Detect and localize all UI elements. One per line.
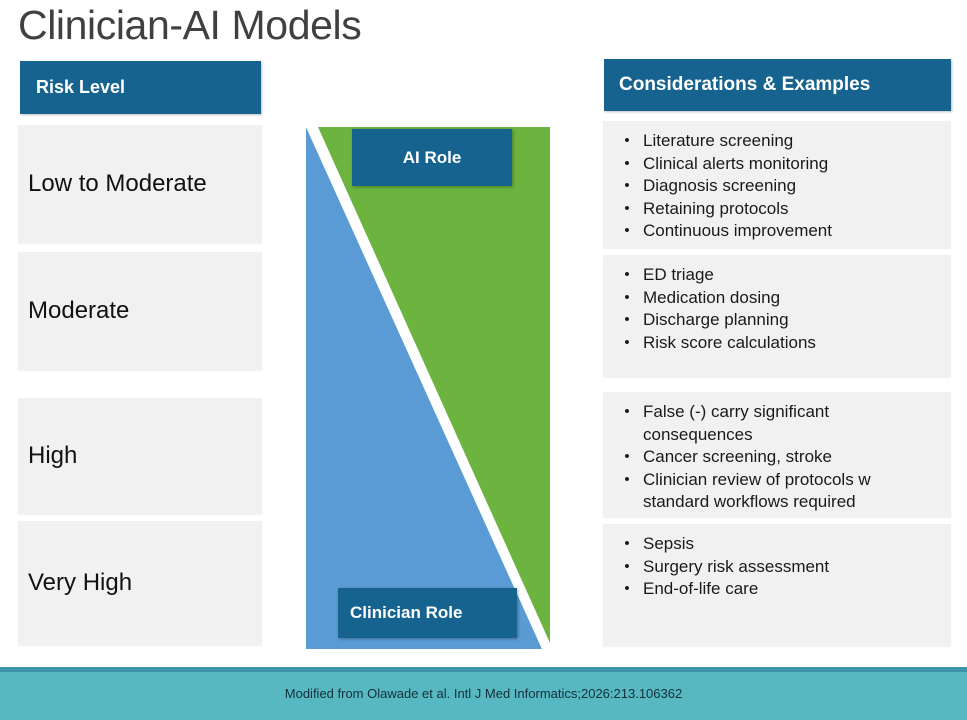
- consideration-bullet-text: Continuous improvement: [643, 221, 832, 240]
- clinician-role-label-text: Clinician Role: [350, 603, 463, 622]
- risk-level-label: Moderate: [28, 297, 130, 324]
- consideration-bullet-item: • Clinician review of protocols w standar…: [611, 469, 943, 514]
- consideration-bullet-item: • Cancer screening, stroke: [611, 446, 943, 469]
- clinician-role-label-box: Clinician Role: [338, 588, 517, 638]
- consideration-bullet-item: • Clinical alerts monitoring: [611, 153, 943, 176]
- consideration-bullet-text: Retaining protocols: [643, 198, 789, 218]
- page-title: Clinician-AI Models: [18, 2, 362, 48]
- bullet-dot-icon: •: [624, 222, 630, 239]
- consideration-bullet-item: • Continuous improvement: [611, 220, 943, 243]
- bullet-dot-icon: •: [624, 403, 630, 420]
- considerations-header-label: Considerations & Examples: [619, 74, 871, 95]
- risk-level-label: High: [28, 442, 78, 469]
- risk-level-label: Low to Moderate: [28, 170, 207, 197]
- risk-level-row-moderate: Moderate: [18, 252, 262, 370]
- ai-role-label-text: AI Role: [402, 147, 462, 167]
- consideration-bullet-item: • False (-) carry significant consequence…: [611, 401, 943, 446]
- consideration-bullet-item: • End-of-life care: [611, 578, 943, 601]
- bullet-dot-icon: •: [624, 535, 630, 552]
- consideration-bullet-text: Risk score calculations: [643, 332, 816, 352]
- consideration-bullet-item: • Retaining protocols: [611, 198, 943, 221]
- consideration-bullet-item: • Literature screening: [611, 130, 943, 153]
- consideration-bullet-item: • Discharge planning: [611, 309, 943, 332]
- bullet-dot-icon: •: [624, 333, 630, 351]
- risk-level-header-label: Risk Level: [36, 77, 126, 97]
- consideration-bullet-text: End-of-life care: [643, 579, 759, 598]
- risk-level-column-header: Risk Level: [20, 61, 261, 114]
- consideration-bullet-text: Medication dosing: [643, 287, 781, 307]
- consideration-bullet-item: • Medication dosing: [611, 287, 943, 310]
- consideration-bullet-text: False (-) carry significant consequences: [643, 402, 830, 444]
- consideration-bullet-text: Cancer screening, stroke: [643, 447, 832, 466]
- considerations-group-moderate: • ED triage • Medication dosing • Discharge p…: [603, 255, 951, 377]
- bullet-dot-icon: •: [624, 266, 630, 283]
- consideration-bullet-item: • Surgery risk assessment: [611, 556, 943, 579]
- consideration-bullet-item: • Sepsis: [611, 533, 943, 556]
- consideration-bullet-text: Discharge planning: [643, 310, 789, 329]
- footer-rule: [0, 667, 967, 672]
- bullet-dot-icon: •: [624, 470, 630, 488]
- bullet-dot-icon: •: [624, 132, 630, 149]
- considerations-column-header: Considerations & Examples: [604, 59, 951, 111]
- bullet-dot-icon: •: [624, 177, 630, 194]
- consideration-bullet-item: • ED triage: [611, 264, 943, 287]
- consideration-bullet-item: • Diagnosis screening: [611, 175, 943, 198]
- considerations-group-very-high: • Sepsis • Surgery risk assessment • End-of-l…: [603, 524, 951, 646]
- bullet-dot-icon: •: [624, 311, 630, 328]
- consideration-bullet-text: Surgery risk assessment: [643, 556, 830, 576]
- bullet-dot-icon: •: [624, 557, 630, 575]
- consideration-bullet-text: Clinical alerts monitoring: [643, 153, 829, 173]
- bullet-dot-icon: •: [624, 580, 630, 597]
- bullet-dot-icon: •: [624, 448, 630, 465]
- bullet-dot-icon: •: [624, 288, 630, 306]
- consideration-bullet-text: Diagnosis screening: [643, 176, 797, 195]
- role-balance-triangles: [306, 127, 550, 649]
- bullet-dot-icon: •: [624, 199, 630, 217]
- role-divider-band: [306, 127, 550, 649]
- consideration-bullet-text: Clinician review of protocols w standard…: [643, 469, 871, 512]
- footer-citation: Modified from Olawade et al. Intl J Med …: [284, 686, 683, 701]
- risk-level-label: Very High: [28, 569, 133, 596]
- bullet-dot-icon: •: [624, 154, 630, 172]
- risk-level-row-high: High: [18, 398, 262, 514]
- ai-role-label-box: AI Role: [352, 129, 512, 186]
- consideration-bullet-item: • Risk score calculations: [611, 332, 943, 355]
- consideration-bullet-text: Sepsis: [643, 534, 695, 553]
- risk-level-row-very-high: Very High: [18, 521, 262, 645]
- considerations-group-high: • False (-) carry significant consequence…: [603, 392, 951, 517]
- footer-band: [0, 672, 967, 720]
- consideration-bullet-text: ED triage: [643, 265, 714, 284]
- role-balance-diagram: [306, 127, 550, 649]
- risk-level-row-low-to-moderate: Low to Moderate: [18, 125, 262, 243]
- considerations-group-low-to-moderate: • Literature screening • Clinical alerts mo…: [603, 121, 951, 248]
- consideration-bullet-text: Literature screening: [643, 131, 794, 150]
